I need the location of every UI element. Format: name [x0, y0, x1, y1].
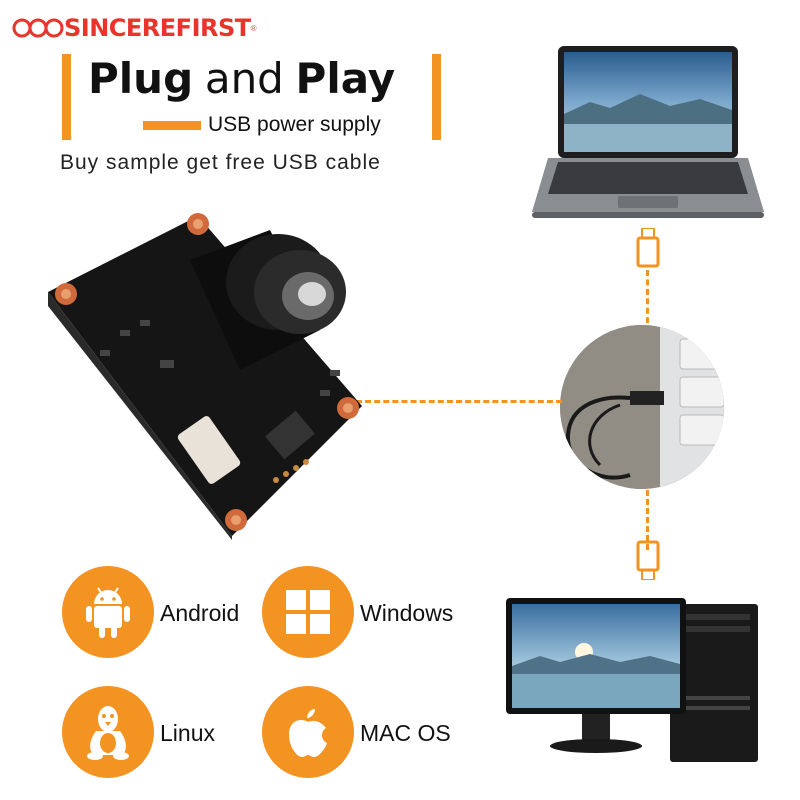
usb-port-photo [560, 325, 724, 489]
headline-word-2: and [204, 54, 284, 103]
android-badge [62, 566, 154, 658]
connector-camera [356, 400, 562, 403]
usb-plug-bottom-icon [636, 540, 660, 580]
connector-top [646, 270, 649, 342]
headline-word-3: Play [295, 54, 396, 103]
headline: Plug and Play [88, 54, 428, 104]
tagline: Buy sample get free USB cable [60, 151, 381, 174]
usb-port-illustration [560, 325, 724, 489]
connector-bottom [646, 490, 649, 550]
laptop-image [532, 46, 764, 218]
brand-mark-icon [12, 18, 64, 38]
os-label-linux: Linux [160, 720, 215, 746]
headline-word-1: Plug [88, 54, 194, 103]
headline-bar-left [62, 54, 71, 140]
camera-module-image [48, 213, 362, 540]
linux-badge [62, 686, 154, 778]
windows-badge [262, 566, 354, 658]
subline: USB power supply [208, 113, 381, 136]
usb-plug-top-icon [636, 228, 660, 268]
headline-bar-right [432, 54, 441, 140]
os-label-macos: MAC OS [360, 720, 451, 746]
apple-icon [289, 709, 327, 757]
os-label-android: Android [160, 600, 240, 626]
brand-name: SINCEREFIRST [64, 14, 251, 42]
brand-logo: SINCEREFIRST ® [12, 10, 272, 46]
apple-badge [262, 686, 354, 778]
subline-dash [143, 121, 201, 130]
android-icon [86, 587, 130, 638]
desktop-pc-image [506, 598, 758, 762]
linux-icon [87, 706, 129, 760]
os-label-windows: Windows [360, 600, 454, 626]
registered-mark: ® [250, 23, 257, 33]
windows-icon [286, 590, 330, 634]
